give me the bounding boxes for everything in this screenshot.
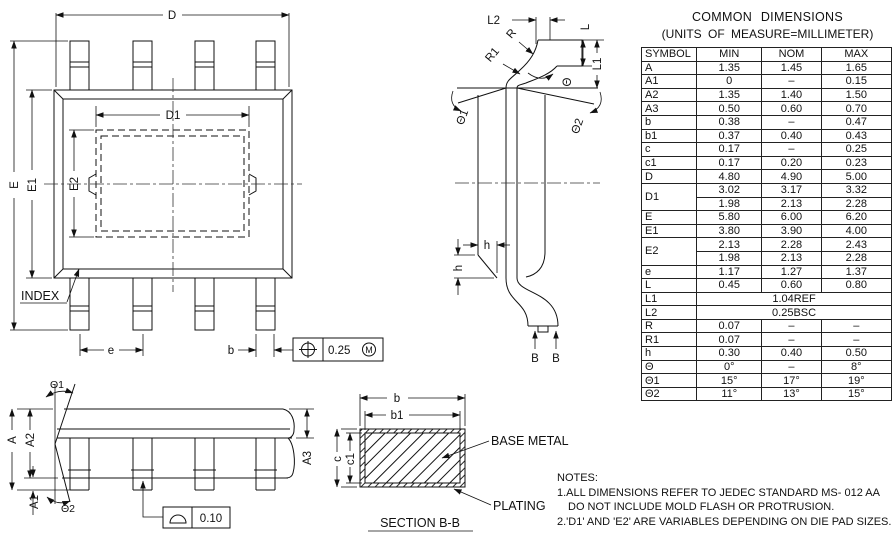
dim-label-h-side: h [453,265,465,271]
dim-label-E2: E2 [69,177,81,191]
flatness-value: 0.10 [200,513,222,525]
dim-label-e: e [108,345,114,357]
front-view-labels: Θ1 Θ2 A A2 A1 A3 0.10 [7,379,314,525]
position-symbol-icon [299,341,317,358]
dim-label-A3: A3 [302,451,314,465]
dim-label-R: R [504,27,519,41]
dim-label-L1: L1 [592,58,604,71]
note-line-1-continued: DO NOT INCLUDE MOLD FLASH OR PROTRUSION. [568,501,835,513]
section-cut-label-B-right: B [552,353,560,365]
top-view-drawing: D E E1 D1 E2 INDEX e b 0.25 M [9,10,384,362]
notes-block: NOTES: 1.ALL DIMENSIONS REFER TO JEDEC S… [557,471,891,529]
dim-label-theta2: Θ2 [570,117,587,136]
dim-label-c: c [332,456,344,462]
note-line-1: 1.ALL DIMENSIONS REFER TO JEDEC STANDARD… [557,486,880,499]
dim-label-A: A [7,436,19,444]
package-body-front [54,383,295,503]
dim-label-b1: b1 [391,410,404,422]
dimensions-table-block: COMMON DIMENSIONS (UNITS OF MEASURE=MILL… [640,10,894,402]
dim-label-h-top: h [484,240,490,252]
dim-label-L: L [580,23,592,30]
dim-label-A2: A2 [25,433,37,447]
flatness-frame [162,506,231,529]
top-view-labels: D E E1 D1 E2 INDEX e b 0.25 M [9,10,373,357]
index-label: INDEX [21,289,60,303]
plating-label: PLATING [493,499,546,513]
max-material-modifier-icon [362,342,376,357]
dim-label-b-section: b [394,393,400,405]
section-cut-label-B-left: B [531,353,539,365]
lead-side-view-drawing: L2 R R1 L L1 Θ Θ1 Θ2 h h B B [451,15,604,365]
position-tolerance-value: 0.25 [328,345,350,357]
dim-label-theta1: Θ1 [455,108,472,127]
dim-label-theta1-front: Θ1 [50,379,64,391]
dim-label-A1: A1 [29,495,41,509]
dim-label-R1: R1 [483,46,502,65]
lead-view-labels: L2 R R1 L L1 Θ Θ1 Θ2 h h B B [453,15,604,365]
package-body-top [53,40,293,331]
die-pad-outline [95,129,250,238]
die-pad-notches [88,173,257,196]
table-header-row: SYMBOL MIN NOM MAX [640,47,893,62]
base-metal-label: BASE METAL [491,434,569,448]
note-line-2: 2.'D1' AND 'E2' ARE VARIABLES DEPENDING … [557,515,892,528]
table-title: COMMON DIMENSIONS [691,10,844,24]
lead-view-dimensions [451,17,604,349]
dim-label-c1: c1 [345,453,357,465]
dim-label-theta: Θ [562,77,574,86]
front-view-drawing: Θ1 Θ2 A A2 A1 A3 0.10 [7,379,314,529]
front-view-dimensions [9,384,314,518]
modifier-letter: M [365,345,373,355]
dim-label-D1: D1 [166,110,181,122]
lead-cross-section [359,428,466,488]
table-subtitle: (UNITS OF MEASURE=MILLIMETER) [661,27,874,41]
seating-plane-symbol-icon [169,514,187,524]
section-dimensions [334,394,492,532]
lead-profile [457,39,598,333]
dim-label-L2: L2 [487,15,500,27]
base-metal-region [364,432,461,484]
notes-heading: NOTES: [557,472,598,484]
dim-label-E1: E1 [27,178,39,192]
dim-label-D: D [168,10,176,22]
dim-label-theta2-front: Θ2 [61,503,75,515]
section-caption: SECTION B-B [380,516,460,530]
section-labels: b b1 c c1 BASE METAL PLATING SECTION B-B [332,393,569,530]
dim-label-b: b [228,345,234,357]
section-bb-drawing: b b1 c c1 BASE METAL PLATING SECTION B-B [332,393,569,532]
top-view-dimensions [10,12,293,357]
dim-label-E: E [9,181,21,189]
front-leads [68,438,277,491]
position-tolerance-frame [292,337,384,362]
